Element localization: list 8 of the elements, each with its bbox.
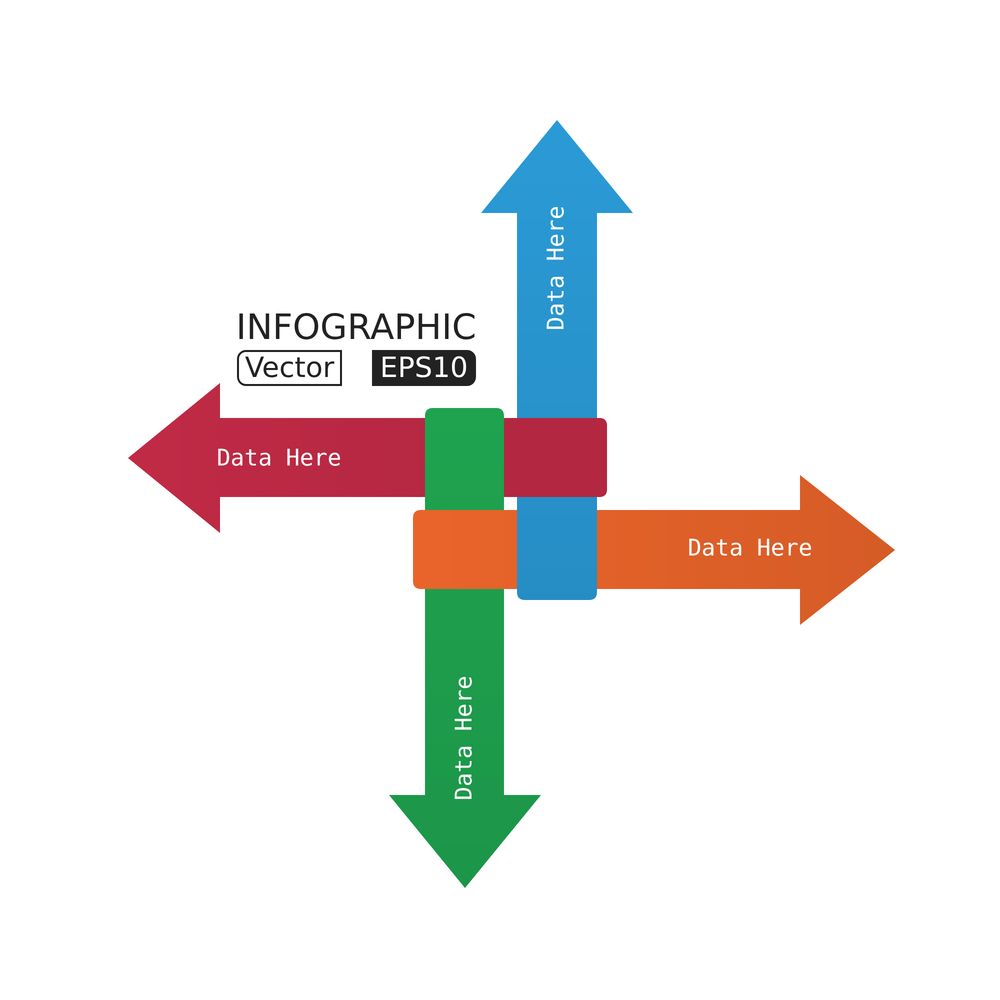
arrow-label: Data Here [688,538,812,560]
arrow-label: Data Here [454,676,476,800]
arrow-label: Data Here [546,206,568,330]
heading-text: INFOGRAPHIC [236,311,476,346]
format-tag: EPS10 [372,350,476,386]
down-arrow-banner [389,408,541,888]
arrow-label: Data Here [216,448,342,470]
format-tag: Vector [237,350,342,386]
